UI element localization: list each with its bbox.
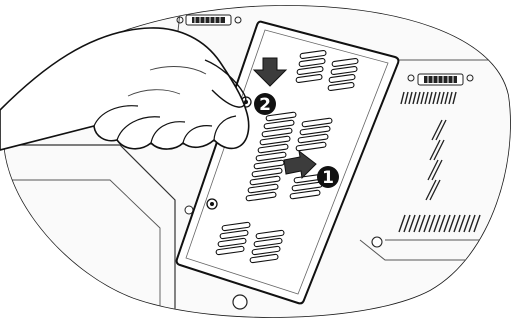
step-label-2: 2	[259, 95, 271, 115]
screw-hole	[372, 237, 382, 247]
battery-lock-icon	[408, 74, 473, 85]
step-label-1: 1	[322, 168, 334, 188]
step-marker-2: 2	[254, 93, 276, 115]
screw-hole	[233, 295, 247, 309]
step-marker-1: 1	[317, 166, 339, 188]
battery-lock-icon	[177, 15, 241, 25]
